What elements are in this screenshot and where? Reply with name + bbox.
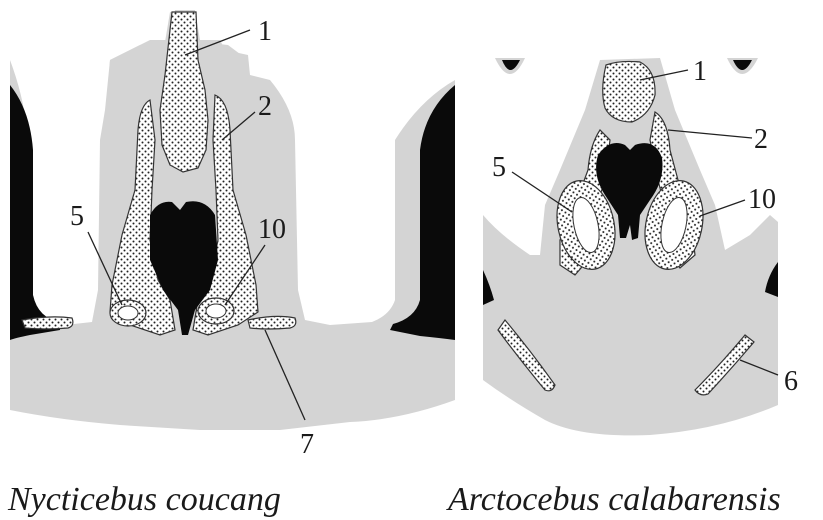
label-6-right: 6 [784, 366, 798, 397]
label-7-left: 7 [300, 429, 314, 460]
label-1-left: 1 [258, 16, 272, 47]
label-10-left: 10 [258, 214, 286, 245]
caption-nycticebus: Nycticebus coucang [7, 481, 281, 518]
label-2-right: 2 [754, 124, 768, 155]
label-5-right: 5 [492, 152, 506, 183]
label-2-left: 2 [258, 91, 272, 122]
label-1-right: 1 [693, 56, 707, 87]
label-10-right: 10 [748, 184, 776, 215]
cartilage-7-left [22, 317, 73, 329]
caption-arctocebus: Arctocebus calabarensis [446, 481, 781, 518]
label-5-left: 5 [70, 201, 84, 232]
cartilage-7-right [248, 316, 296, 329]
panel-nycticebus: 1 2 5 10 7 Nycticebus coucang [7, 10, 455, 518]
panel-arctocebus: 1 2 5 10 6 Arctocebus calabarensis [446, 56, 798, 518]
